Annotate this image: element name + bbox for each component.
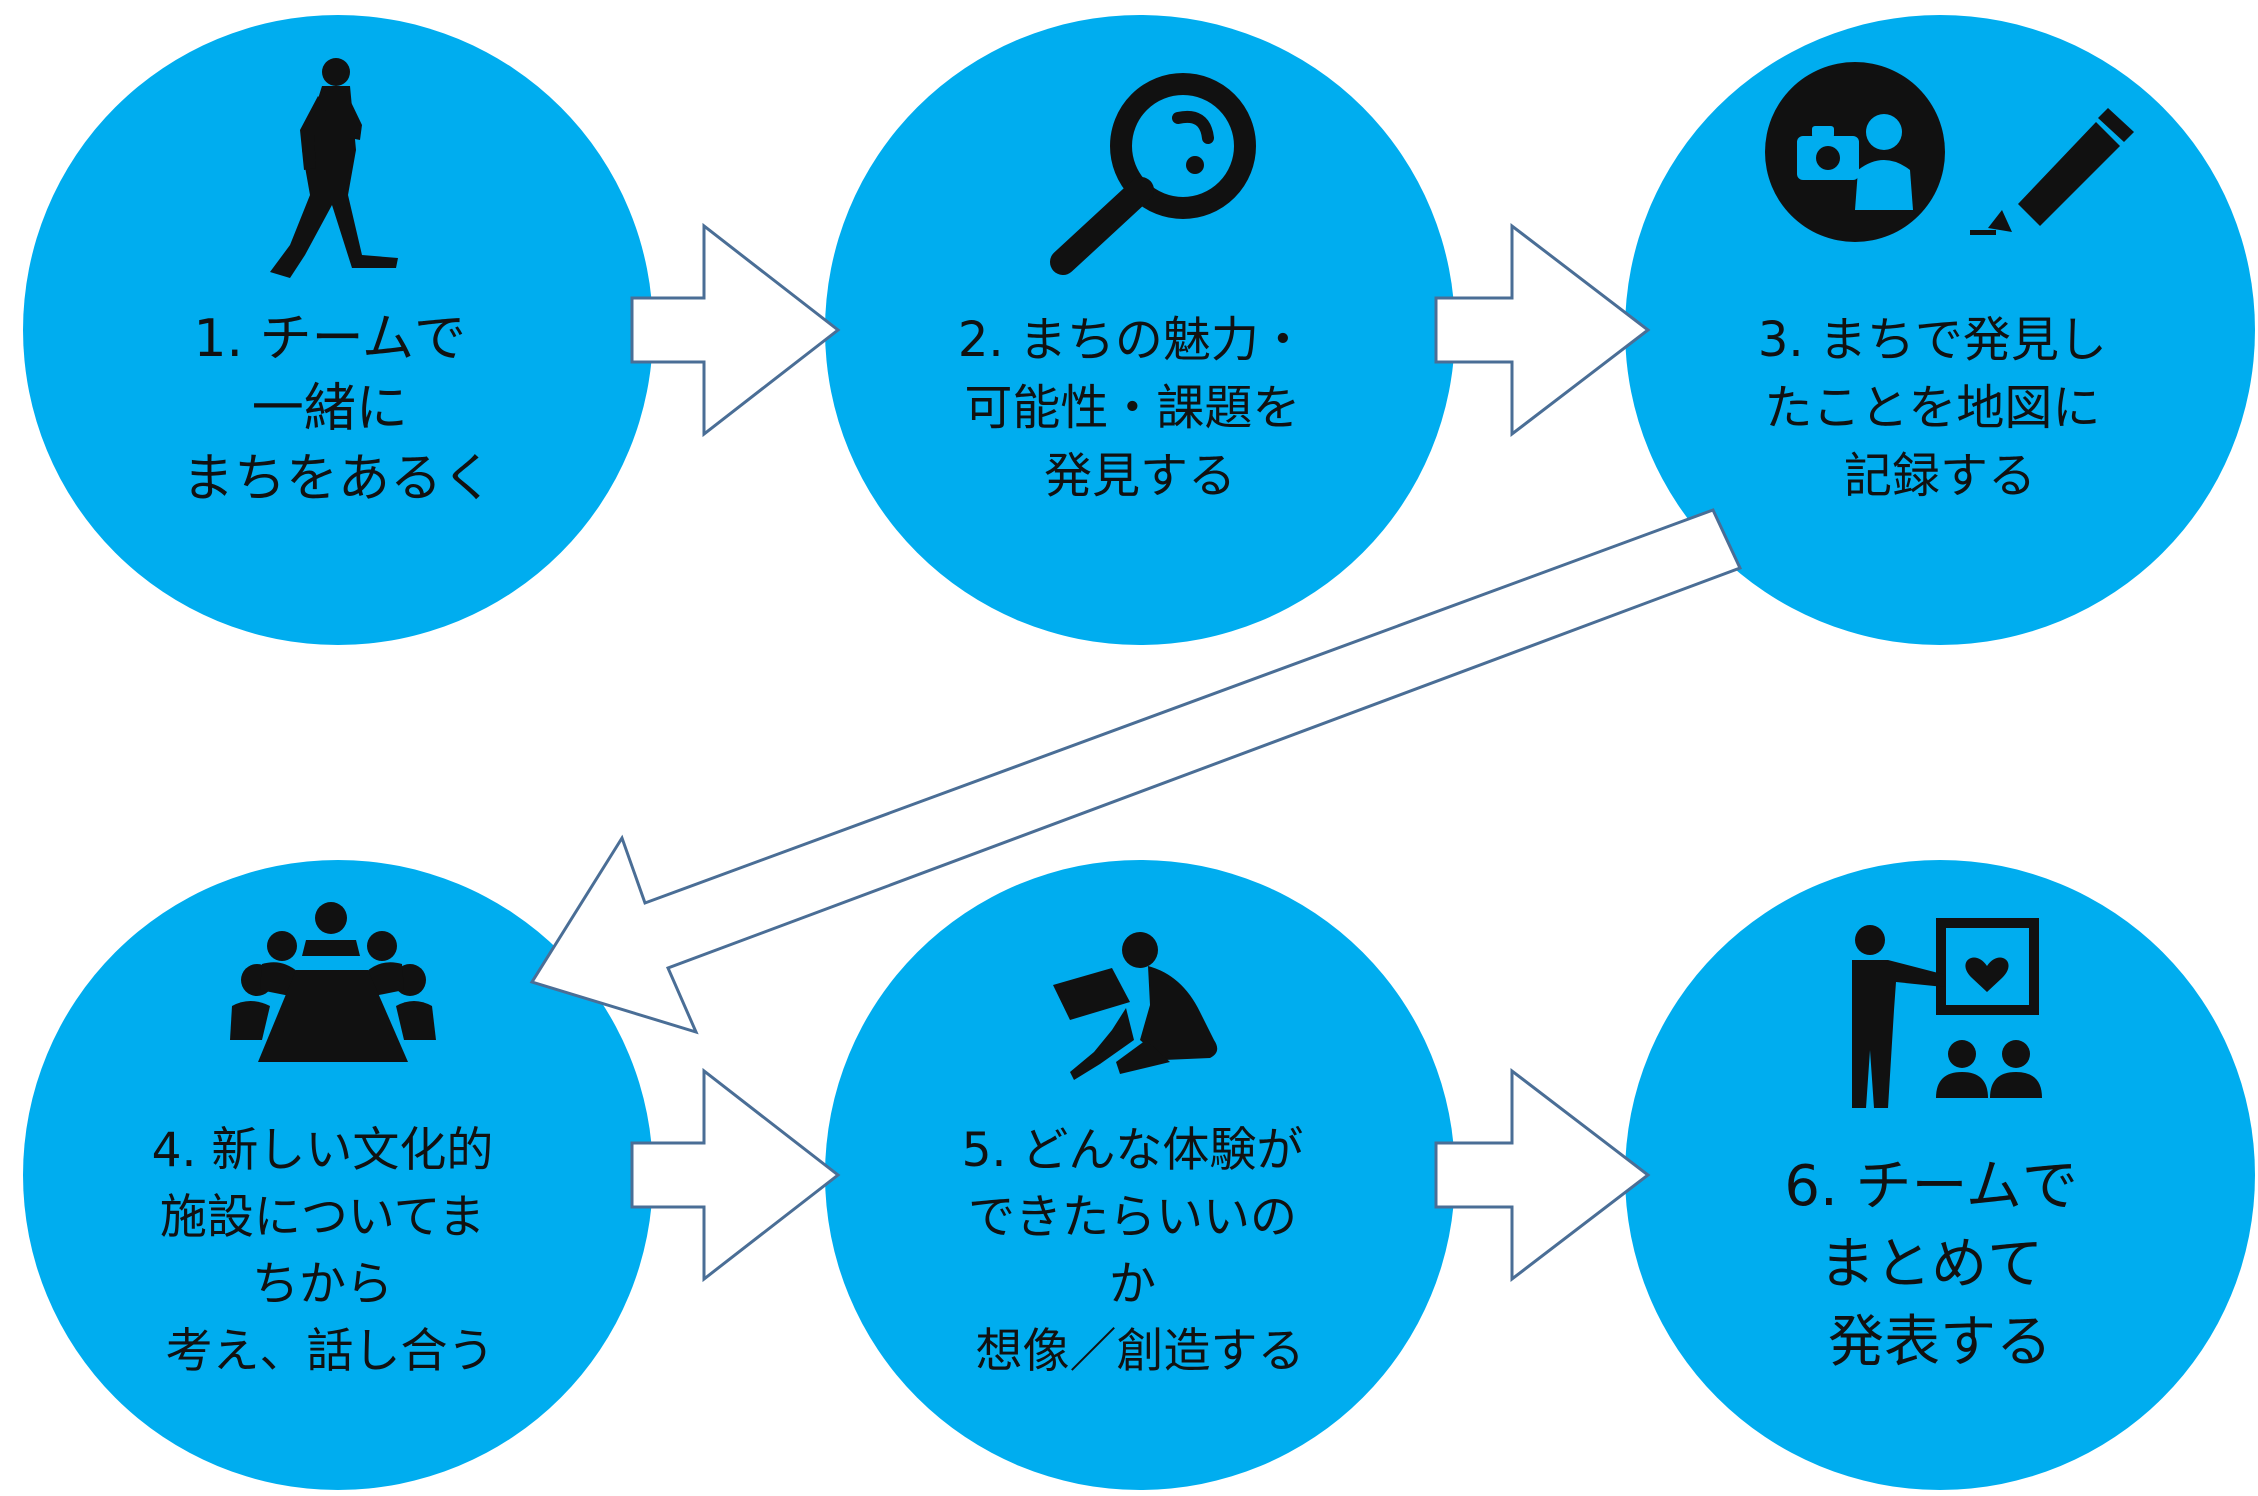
arrow-5-to-6 [1434,1067,1651,1283]
step-2-line-2: 可能性・課題を [964,380,1300,436]
walking-person-icon [270,58,398,278]
step-5-line-3: か [1109,1257,1156,1312]
step-2-line-1: 2. まちの魅力・ [958,312,1307,368]
step-5-line-2: できたらいいの [968,1190,1297,1245]
step-6-label: 6. チームで まとめて 発表する [1784,1154,2095,1375]
step-3-line-3: 記録する [1844,448,2036,504]
step-3-line-1: 3. まちで発見し [1758,312,2107,368]
step-circle-1 [23,15,653,645]
step-5-label: 5. どんな体験が できたらいいの か 想像／創造する [962,1123,1319,1379]
camera-pencil-icon [1765,62,2134,242]
step-1-line-3: まちをあるく [182,449,494,509]
step-4-label: 4. 新しい文化的 施設についてま ちから 考え、話し合う [152,1123,509,1379]
arrow-1-to-2 [630,222,841,438]
arrow-4-to-5 [630,1067,841,1283]
reading-person-icon [1053,932,1218,1080]
step-4-line-2: 施設についてま [160,1190,485,1245]
step-3-label: 3. まちで発見し たことを地図に 記録する [1758,312,2122,504]
step-2-label: 2. まちの魅力・ 可能性・課題を 発見する [958,312,1322,504]
arrow-2-to-3 [1434,222,1651,438]
step-4-line-1: 4. 新しい文化的 [152,1123,494,1178]
step-1-line-2: 一緒に [252,379,408,439]
step-1-label: 1. チームで 一緒に まちをあるく [182,309,494,509]
step-2-line-3: 発見する [1044,448,1236,504]
meeting-table-icon [230,902,436,1062]
step-3-line-2: たことを地図に [1764,380,2100,436]
step-circle-4 [23,860,653,1490]
step-6-line-3: 発表する [1828,1310,2052,1375]
step-circle-5 [825,860,1455,1490]
step-circle-6 [1625,860,2255,1490]
step-6-line-1: 6. チームで [1784,1154,2078,1219]
step-4-line-3: ちから [252,1257,393,1312]
presentation-icon [1852,918,2042,1108]
step-5-line-4: 想像／創造する [976,1324,1305,1379]
step-4-line-4: 考え、話し合う [166,1324,495,1379]
step-5-line-1: 5. どんな体験が [962,1123,1304,1178]
step-6-line-2: まとめて [1819,1232,2043,1297]
arrow-3-to-4 [529,508,1743,1035]
step-circle-2 [825,15,1455,645]
magnifying-glass-icon [1050,73,1256,275]
step-1-line-1: 1. チームで [193,309,466,369]
